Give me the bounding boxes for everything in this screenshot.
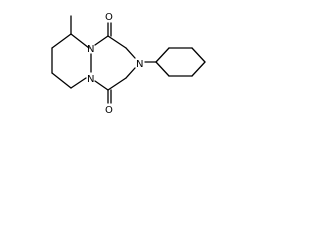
bond-c8-c9 xyxy=(107,77,127,91)
bond-c2-c3 xyxy=(51,33,72,49)
bond-ring-1 xyxy=(155,47,170,63)
bond-c5-n2 xyxy=(70,77,87,89)
bond-lines xyxy=(51,15,206,104)
bond-ring-4 xyxy=(191,61,206,77)
bond-ring-6 xyxy=(155,61,170,77)
bond-ring-3 xyxy=(191,47,206,63)
atom-labels: N N N O O xyxy=(87,12,143,116)
bond-c9-n3 xyxy=(125,67,136,79)
atom-o1-label: O xyxy=(105,12,113,23)
bond-n1-c2 xyxy=(70,33,90,49)
chemical-structure-diagram: N N N O O xyxy=(51,12,206,116)
atom-n2-label: N xyxy=(87,74,94,85)
bond-c6-c7 xyxy=(107,35,127,49)
atom-n1-label: N xyxy=(87,44,94,55)
bond-n1-c6 xyxy=(94,35,109,46)
atom-n3-label: N xyxy=(136,59,143,70)
bond-c4-c5 xyxy=(51,72,72,89)
bond-c7-n3 xyxy=(125,47,136,59)
atom-o2-label: O xyxy=(105,105,113,116)
bond-n2-c8 xyxy=(94,80,109,91)
